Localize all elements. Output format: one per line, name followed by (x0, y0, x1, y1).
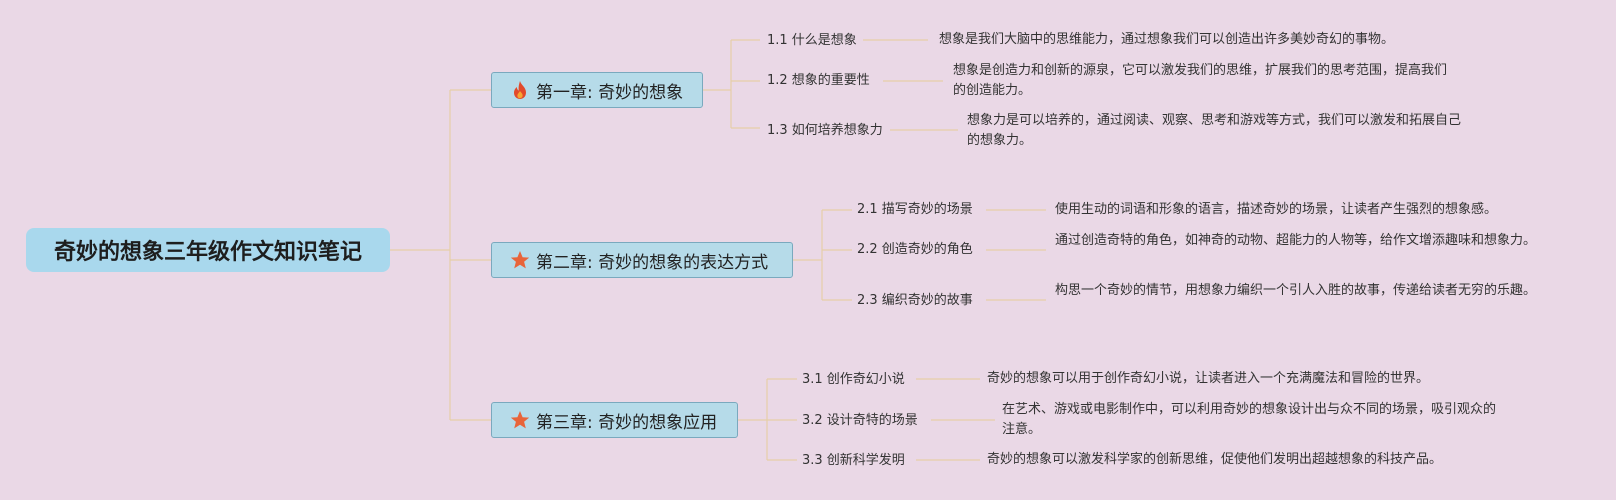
topic-3-1-description: 奇妙的想象可以用于创作奇幻小说，让读者进入一个充满魔法和冒险的世界。 (987, 371, 1430, 386)
topic-3-2[interactable]: 3.2 设计奇特的场景 (802, 413, 918, 428)
topic-2-2[interactable]: 2.2 创造奇妙的角色 (857, 242, 973, 257)
topic-3-2-description: 在艺术、游戏或电影制作中，可以利用奇妙的想象设计出与众不同的场景，吸引观众的注意… (1002, 402, 1497, 437)
topic-1-2[interactable]: 1.2 想象的重要性 (767, 73, 870, 88)
topic-2-2-description: 通过创造奇特的角色，如神奇的动物、超能力的人物等，给作文增添趣味和想象力。 (1055, 233, 1537, 248)
topic-2-1-description: 使用生动的词语和形象的语言，描述奇妙的场景，让读者产生强烈的想象感。 (1055, 202, 1498, 217)
chapter-node-2[interactable]: 第二章: 奇妙的想象的表达方式 (491, 242, 793, 278)
chapter-label: 第三章: 奇妙的想象应用 (536, 412, 718, 433)
topic-3-3-description: 奇妙的想象可以激发科学家的创新思维，促使他们发明出超越想象的科技产品。 (987, 452, 1443, 467)
star-icon (510, 410, 530, 430)
chapter-label: 第一章: 奇妙的想象 (536, 82, 684, 103)
topic-1-2-description: 想象是创造力和创新的源泉，它可以激发我们的思维，扩展我们的思考范围，提高我们的创… (953, 63, 1448, 98)
chapter-node-1[interactable]: 第一章: 奇妙的想象 (491, 72, 703, 108)
topic-1-3[interactable]: 1.3 如何培养想象力 (767, 123, 883, 138)
topic-2-3-description: 构思一个奇妙的情节，用想象力编织一个引人入胜的故事，传递给读者无穷的乐趣。 (1055, 283, 1537, 298)
star-icon (510, 250, 530, 270)
topic-1-1[interactable]: 1.1 什么是想象 (767, 33, 857, 48)
topic-1-3-description: 想象力是可以培养的，通过阅读、观察、思考和游戏等方式，我们可以激发和拓展自己的想… (967, 113, 1462, 148)
topic-2-3[interactable]: 2.3 编织奇妙的故事 (857, 293, 973, 308)
topic-3-3[interactable]: 3.3 创新科学发明 (802, 453, 905, 468)
topic-2-1[interactable]: 2.1 描写奇妙的场景 (857, 202, 973, 217)
mindmap-root-title[interactable]: 奇妙的想象三年级作文知识笔记 (26, 228, 390, 272)
topic-1-1-description: 想象是我们大脑中的思维能力，通过想象我们可以创造出许多美妙奇幻的事物。 (939, 32, 1395, 47)
flame-icon (510, 80, 530, 100)
chapter-node-3[interactable]: 第三章: 奇妙的想象应用 (491, 402, 738, 438)
chapter-label: 第二章: 奇妙的想象的表达方式 (536, 252, 769, 273)
topic-3-1[interactable]: 3.1 创作奇幻小说 (802, 372, 905, 387)
